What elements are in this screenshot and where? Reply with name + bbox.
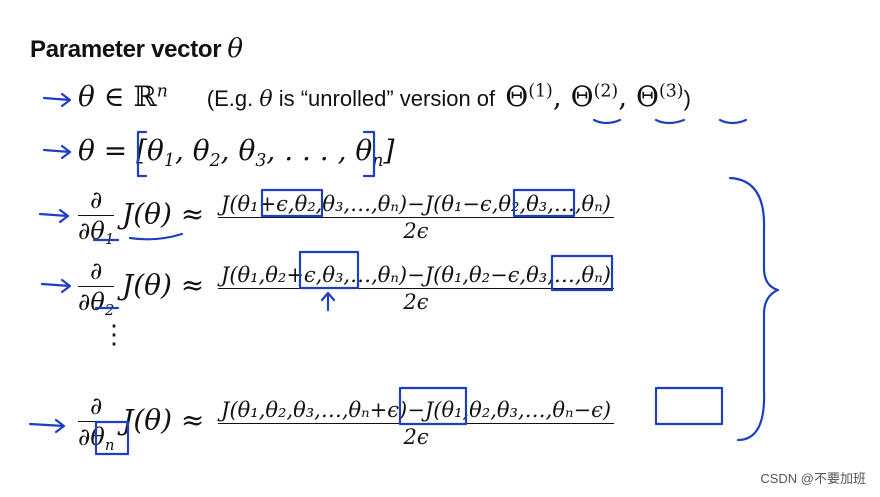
den-sub: 1 <box>104 230 115 249</box>
finite-diff-frac-n: J(θ₁,θ₂,θ₃,…,θₙ+ϵ)−J(θ₁,θ₂,θ₃,…,θₙ−ϵ)2ϵ <box>218 398 615 449</box>
underline-mark <box>718 118 748 125</box>
Theta-2: Θ <box>570 80 594 113</box>
heading-symbol: θ <box>227 34 243 64</box>
partial-den: ∂θ1 <box>78 216 114 248</box>
partial-den: ∂θ2 <box>78 287 114 319</box>
theta-matrices: Θ(1), Θ(2), Θ(3)) <box>505 80 691 113</box>
numerator: J(θ₁+ϵ,θ₂,θ₃,…,θₙ)−J(θ₁−ϵ,θ₂,θ₃,…,θₙ) <box>217 192 614 218</box>
theta-2-prefix: , θ <box>174 134 210 167</box>
unrolled-note: (E.g. θ is “unrolled” version of <box>206 86 502 112</box>
heading-text: Parameter vector <box>30 36 222 63</box>
theta-vector-close: ] <box>383 134 395 167</box>
finite-diff-frac-1: J(θ₁+ϵ,θ₂,θ₃,…,θₙ)−J(θ₁−ϵ,θ₂,θ₃,…,θₙ)2ϵ <box>217 192 614 243</box>
arrow-icon <box>42 144 72 160</box>
J-approx: J(θ) ≈ <box>121 268 205 302</box>
arrow-icon <box>42 92 72 108</box>
arrow-icon <box>38 208 70 224</box>
sup-2: (2) <box>593 81 619 102</box>
note-theta: θ <box>259 87 273 112</box>
sup-3: (3) <box>658 81 684 102</box>
partial-den: ∂θn <box>78 422 114 454</box>
den-text: ∂θ <box>78 288 105 316</box>
Theta-3: Θ <box>636 80 659 113</box>
dimension-n: n <box>156 81 168 102</box>
note-open: (E.g. <box>206 86 260 111</box>
watermark: CSDN @不要加班 <box>760 471 866 486</box>
sub-1: 1 <box>163 151 175 172</box>
arrow-icon <box>28 418 66 434</box>
theta-symbol: θ <box>78 80 95 113</box>
note-close: ) <box>683 86 691 111</box>
partial-frac-1: ∂∂θ1 <box>78 186 115 248</box>
real-numbers-symbol: ℝ <box>133 80 157 113</box>
theta-3-prefix: , θ <box>220 134 256 167</box>
theta-n-prefix: , . . . , θ <box>266 134 373 167</box>
element-of-symbol: ∈ <box>103 80 125 113</box>
numerator: J(θ₁,θ₂+ϵ,θ₃,…,θₙ)−J(θ₁,θ₂−ϵ,θ₃,…,θₙ) <box>217 263 614 289</box>
highlight-box <box>654 386 724 426</box>
sub-3: 3 <box>255 151 267 172</box>
line-theta-vector: θ = [θ1, θ2, θ3, . . . , θn] <box>78 134 394 171</box>
curly-brace-mark <box>728 176 780 442</box>
derivative-theta-1: ∂∂θ1 J(θ) ≈ J(θ₁+ϵ,θ₂,θ₃,…,θₙ)−J(θ₁−ϵ,θ₂… <box>78 186 614 248</box>
denominator: 2ϵ <box>403 218 429 243</box>
note-text: is “unrolled” version of <box>272 86 502 111</box>
finite-diff-frac-2: J(θ₁,θ₂+ϵ,θ₃,…,θₙ)−J(θ₁,θ₂−ϵ,θ₃,…,θₙ)2ϵ <box>217 263 614 314</box>
theta-vector-start: θ = [θ <box>78 134 164 167</box>
derivative-theta-n: ∂∂θn J(θ) ≈ J(θ₁,θ₂,θ₃,…,θₙ+ϵ)−J(θ₁,θ₂,θ… <box>78 392 615 454</box>
denominator: 2ϵ <box>403 289 429 314</box>
arrow-icon <box>40 278 72 294</box>
vertical-ellipsis: ⋮ <box>101 320 127 350</box>
den-text: ∂θ <box>78 217 105 245</box>
Theta-1: Θ <box>505 80 529 113</box>
partial-frac-n: ∂∂θn <box>78 392 115 454</box>
sub-n: n <box>372 151 384 172</box>
J-approx: J(θ) ≈ <box>121 197 205 231</box>
den-sub: 2 <box>104 301 115 320</box>
partial-frac-2: ∂∂θ2 <box>78 257 115 319</box>
den-sub: n <box>104 436 115 455</box>
sub-2: 2 <box>209 151 221 172</box>
underline-mark <box>592 118 622 125</box>
numerator: J(θ₁,θ₂,θ₃,…,θₙ+ϵ)−J(θ₁,θ₂,θ₃,…,θₙ−ϵ) <box>218 398 615 424</box>
den-text: ∂θ <box>78 423 105 451</box>
partial-num: ∂ <box>78 392 115 422</box>
underline-mark <box>654 118 686 125</box>
comma-2: , <box>618 80 637 113</box>
line-theta-in-rn: θ ∈ ℝn (E.g. θ is “unrolled” version of … <box>78 80 691 113</box>
sup-1: (1) <box>528 81 553 102</box>
denominator: 2ϵ <box>403 424 429 449</box>
comma-1: , <box>552 80 571 113</box>
partial-num: ∂ <box>78 186 115 216</box>
derivative-theta-2: ∂∂θ2 J(θ) ≈ J(θ₁,θ₂+ϵ,θ₃,…,θₙ)−J(θ₁,θ₂−ϵ… <box>78 257 614 319</box>
partial-num: ∂ <box>78 257 115 287</box>
J-approx: J(θ) ≈ <box>122 403 205 437</box>
